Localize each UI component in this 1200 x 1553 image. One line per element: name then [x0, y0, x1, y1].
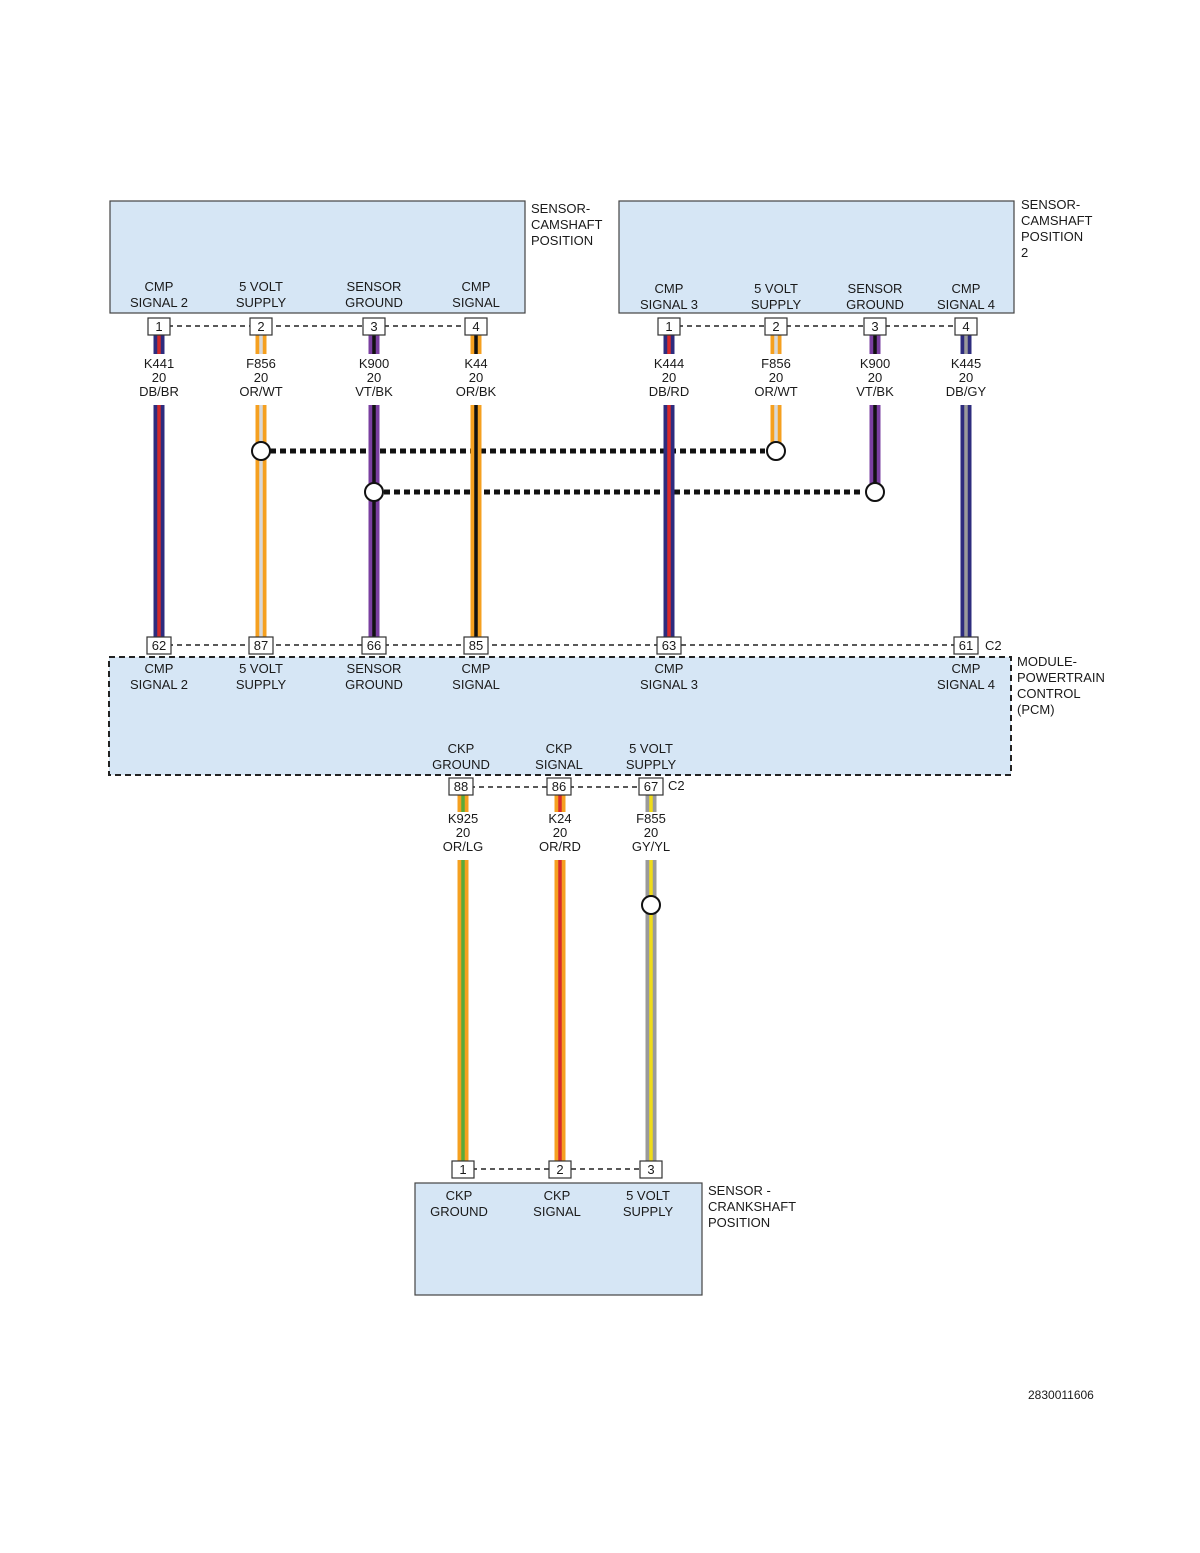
pcm-pin-63-number: 63 [662, 638, 676, 653]
pcm-pin-66 [361, 636, 387, 655]
pcm-pin-88 [448, 777, 474, 796]
cmp1-pin-1-number: 1 [155, 319, 162, 334]
wires [153, 334, 972, 1162]
cmp1-title: SENSOR- CAMSHAFT POSITION [531, 201, 606, 248]
pcm-c2-bottom-label: C2 [668, 778, 685, 793]
pcm-pin-66-number: 66 [367, 638, 381, 653]
ckp-pin-3 [639, 1160, 663, 1179]
pcm-pin-63 [656, 636, 682, 655]
pcm-pin-67 [638, 777, 664, 796]
cmp2-pin-3-number: 3 [871, 319, 878, 334]
cmp1-pin-1 [147, 317, 171, 336]
connector-pins: 1 2 3 4 1 2 3 4 62 87 66 85 63 61 88 86 67 1 2 3 [146, 317, 979, 1179]
cmp1-pin-3 [362, 317, 386, 336]
pcm-pin-62-number: 62 [152, 638, 166, 653]
pcm-pin-86 [546, 777, 572, 796]
pcm-pin-87 [248, 636, 274, 655]
pcm-pin-87-number: 87 [254, 638, 268, 653]
ckp-pin-1-number: 1 [459, 1162, 466, 1177]
cmp1-pin-2 [249, 317, 273, 336]
cmp2-pin-2-number: 2 [772, 319, 779, 334]
figure-id: 2830011606 [1028, 1388, 1094, 1402]
ckp-pin-2-number: 2 [556, 1162, 563, 1177]
cmp2-pin-4-number: 4 [962, 319, 969, 334]
cmp1-pin-2-number: 2 [257, 319, 264, 334]
cmp2-pin-1-number: 1 [665, 319, 672, 334]
pcm-pin-61-number: 61 [959, 638, 973, 653]
ckp-pin-1 [451, 1160, 475, 1179]
splice-lines [270, 448, 864, 495]
cmp2-pin-2 [764, 317, 788, 336]
cmp2-title: SENSOR- CAMSHAFT POSITION 2 [1021, 197, 1096, 260]
pcm-pin-67-number: 67 [644, 779, 658, 794]
camshaft-sensor-2-box [618, 200, 1015, 314]
pcm-module-box [108, 656, 1012, 776]
cmp2-pin-3 [863, 317, 887, 336]
pcm-c2-top-label: C2 [985, 638, 1002, 653]
pcm-title: MODULE- POWERTRAIN CONTROL (PCM) [1017, 654, 1109, 717]
splice-ground-right [865, 482, 885, 502]
crankshaft-sensor-box [414, 1182, 703, 1296]
pcm-pin-88-number: 88 [454, 779, 468, 794]
camshaft-sensor-1-box [109, 200, 526, 314]
splice-ground-left [364, 482, 384, 502]
ckp-pin-3-number: 3 [647, 1162, 654, 1177]
pcm-pin-62 [146, 636, 172, 655]
pcm-pin-85-number: 85 [469, 638, 483, 653]
cmp1-pin-4-number: 4 [472, 319, 479, 334]
cmp1-pin-4 [464, 317, 488, 336]
splice-ckp-supply [641, 895, 661, 915]
ckp-pin-2 [548, 1160, 572, 1179]
pcm-pin-86-number: 86 [552, 779, 566, 794]
pcm-pin-85 [463, 636, 489, 655]
splice-supply-right [766, 441, 786, 461]
ckp-title: SENSOR - CRANKSHAFT POSITION [708, 1183, 800, 1230]
pcm-pin-61 [953, 636, 979, 655]
cmp1-pin-3-number: 3 [370, 319, 377, 334]
cmp2-pin-1 [657, 317, 681, 336]
cmp2-pin-4 [954, 317, 978, 336]
splice-supply-left [251, 441, 271, 461]
